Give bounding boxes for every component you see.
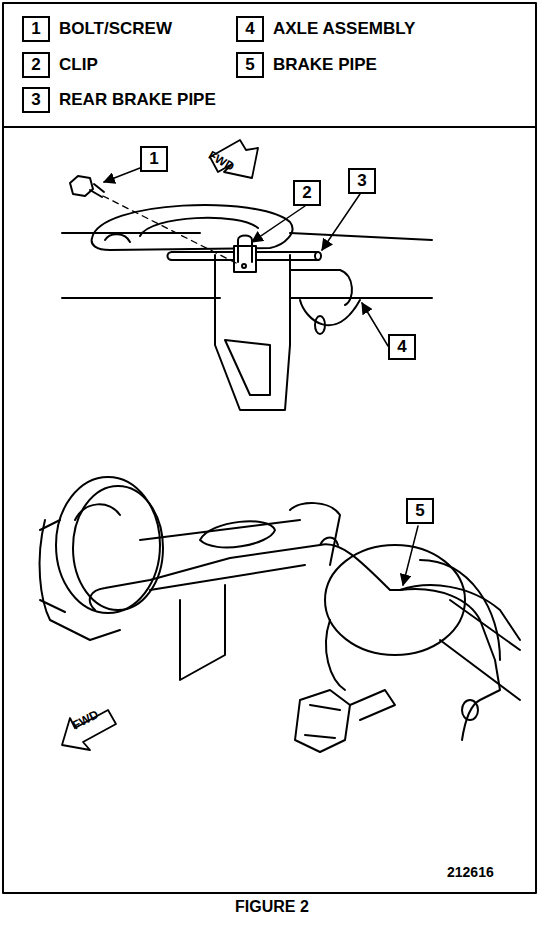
legend-item: 1 BOLT/SCREW — [22, 16, 172, 42]
part-name: CLIP — [59, 55, 98, 75]
callout-number: 4 — [236, 16, 264, 42]
legend-item: 5 BRAKE PIPE — [236, 52, 377, 78]
callout-number: 1 — [140, 146, 168, 172]
legend-item: 3 REAR BRAKE PIPE — [22, 87, 216, 113]
callout-number: 3 — [22, 87, 50, 113]
callout-number: 5 — [236, 52, 264, 78]
legend-item: 4 AXLE ASSEMBLY — [236, 16, 415, 42]
callout-box: 1 — [140, 146, 168, 172]
callout-number: 4 — [388, 334, 416, 360]
part-name: AXLE ASSEMBLY — [273, 19, 415, 39]
callout-box: 3 — [348, 168, 376, 194]
callout-box: 2 — [293, 180, 321, 206]
figure-caption: FIGURE 2 — [235, 898, 309, 916]
callout-number: 5 — [406, 498, 434, 524]
figure-number: 212616 — [447, 864, 494, 880]
part-name: BRAKE PIPE — [273, 55, 377, 75]
callout-box: 4 — [388, 334, 416, 360]
direction-label: FWD — [70, 707, 101, 732]
part-name: REAR BRAKE PIPE — [59, 90, 216, 110]
callout-number: 2 — [293, 180, 321, 206]
callout-box: 5 — [406, 498, 434, 524]
callout-number: 2 — [22, 52, 50, 78]
callout-number: 3 — [348, 168, 376, 194]
callout-number: 1 — [22, 16, 50, 42]
legend-item: 2 CLIP — [22, 52, 98, 78]
part-name: BOLT/SCREW — [59, 19, 172, 39]
